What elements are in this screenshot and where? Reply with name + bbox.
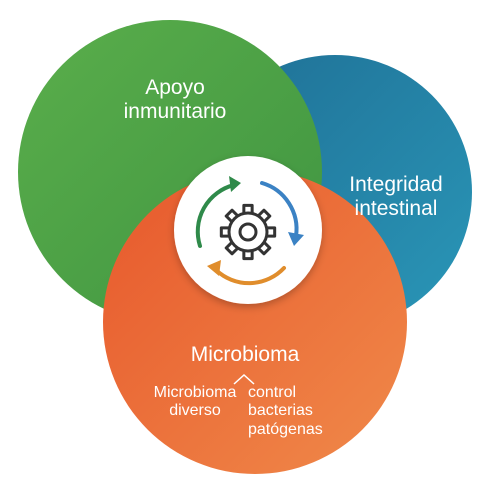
gear-icon <box>219 203 277 261</box>
gear-tooth <box>266 226 277 238</box>
intestinal-integrity-label: Integridad intestinal <box>328 173 464 221</box>
gear-tooth <box>219 226 230 238</box>
immune-support-line-2: inmunitario <box>123 100 227 124</box>
orange-arrowhead <box>207 260 221 276</box>
immune-support-label: Apoyo inmunitario <box>100 76 250 124</box>
diverse-microbiome-line-2: diverso <box>169 402 221 420</box>
gear-tooth <box>257 241 272 256</box>
pathogen-control-label: control bacterias patógenas <box>248 384 348 439</box>
gear-tooth <box>224 208 239 223</box>
diverse-microbiome-line-1: Microbioma <box>153 384 237 401</box>
gear-tooth <box>224 241 239 256</box>
intestinal-integrity-line-1: Integridad <box>349 173 443 196</box>
immune-support-line-1: Apoyo <box>145 76 205 99</box>
green-arrowhead <box>229 176 241 192</box>
pathogen-control-line-1: control <box>248 384 297 401</box>
pathogen-control-line-2: bacterias <box>248 402 313 420</box>
blue-arrowhead <box>288 232 304 246</box>
gear-tooth <box>242 203 254 214</box>
microbiome-title: Microbioma <box>190 343 300 366</box>
diverse-microbiome-label: Microbioma diverso <box>140 384 250 421</box>
orange-cycle-arrow <box>214 266 286 286</box>
gear-tooth <box>257 208 272 223</box>
intestinal-integrity-line-2: intestinal <box>354 197 438 221</box>
green-cycle-arrow <box>195 183 236 248</box>
gear-tooth <box>242 250 254 261</box>
microbiome-branch-connector <box>233 373 255 385</box>
blue-cycle-arrow <box>260 181 299 238</box>
pathogen-control-line-3: patógenas <box>248 420 323 438</box>
